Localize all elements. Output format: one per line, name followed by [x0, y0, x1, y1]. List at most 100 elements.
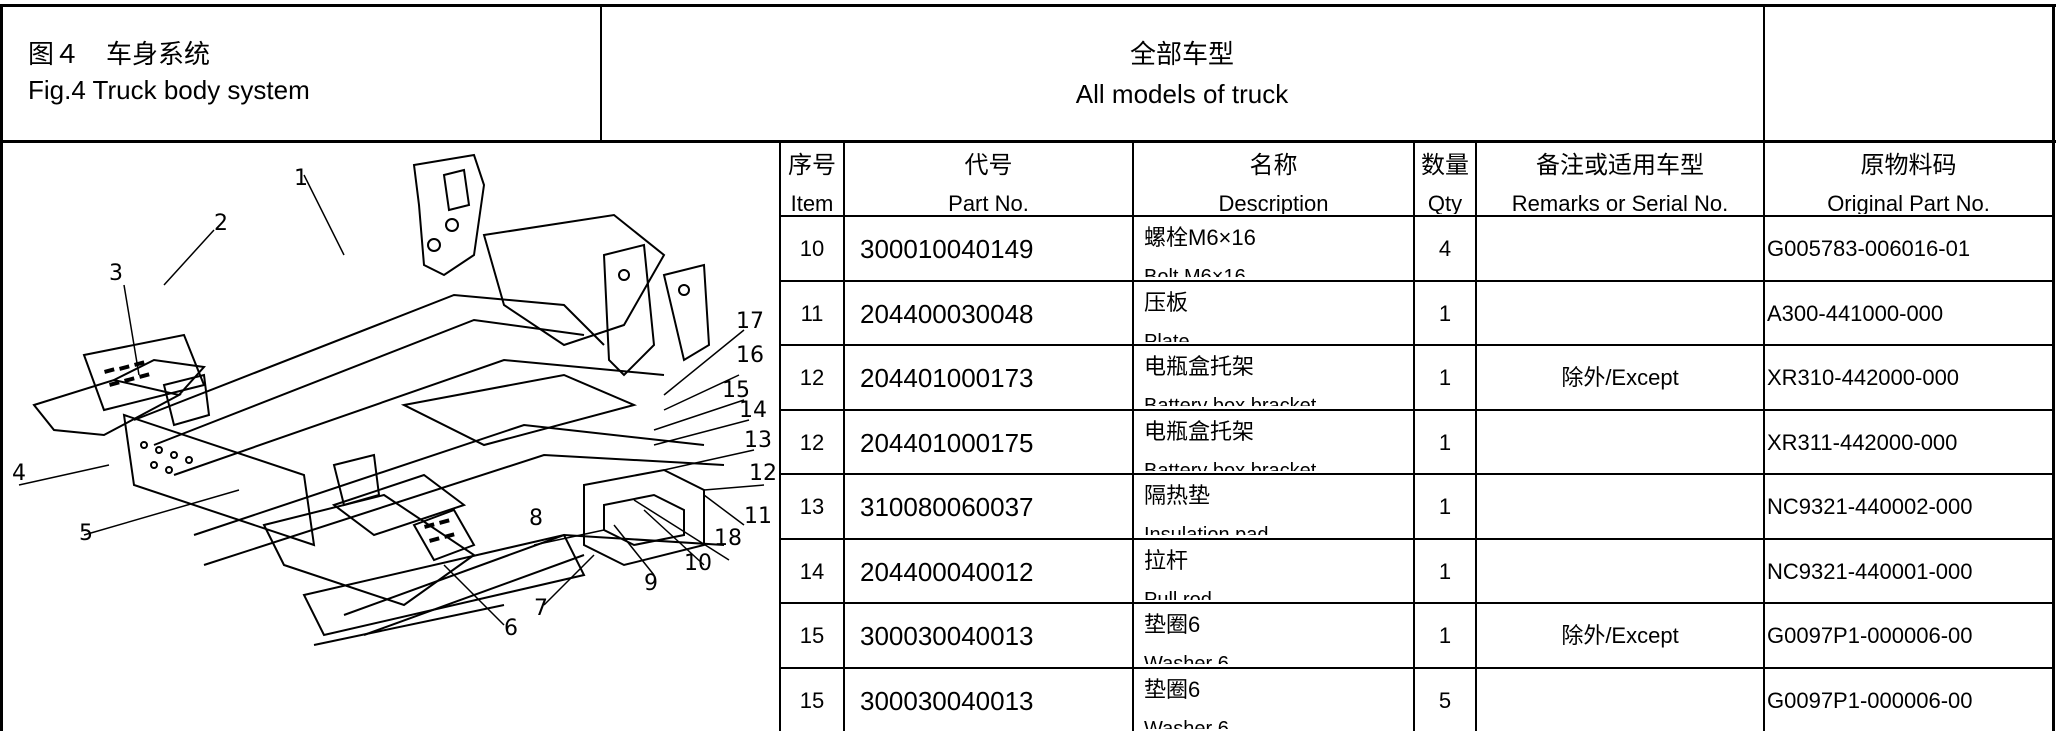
callout-2: 2 — [214, 211, 228, 236]
row-original-part-no: G0097P1-000006-00 — [1767, 622, 1973, 648]
col-line-3 — [1413, 142, 1415, 731]
col-line-1 — [843, 142, 845, 731]
row-name-en: Pull rod — [1144, 589, 1212, 600]
truck-body-diagram: 1 2 3 4 5 6 7 8 9 10 11 12 13 14 15 16 1… — [12, 153, 777, 646]
row-name-cn: 垫圈6 — [1144, 612, 1201, 637]
callout-18: 18 — [714, 526, 742, 551]
row-original-part-no: G0097P1-000006-00 — [1767, 687, 1973, 713]
row-qty: 4 — [1438, 235, 1452, 261]
row-qty: 1 — [1438, 622, 1452, 648]
row-name-en: Battery box bracket — [1144, 395, 1317, 406]
header-divider-left — [600, 4, 602, 142]
header-bottom — [0, 140, 2056, 143]
callout-9: 9 — [644, 571, 658, 596]
col-header-orig-cn: 原物料码 — [1860, 152, 1957, 179]
row-qty: 1 — [1438, 300, 1452, 326]
row-part-no: 300030040013 — [860, 620, 1034, 651]
callout-4: 4 — [12, 461, 26, 486]
row-name-cn: 隔热垫 — [1144, 483, 1211, 508]
row-line-5 — [779, 538, 2054, 540]
row-qty: 1 — [1438, 558, 1452, 584]
models-heading-cn: 全部车型 — [1129, 39, 1234, 69]
row-line-3 — [779, 409, 2054, 411]
row-original-part-no: G005783-006016-01 — [1767, 235, 1971, 261]
figure-title-cn: 图４ 车身系统 — [28, 39, 211, 69]
row-part-no: 300030040013 — [860, 685, 1034, 716]
col-header-orig-en: Original Part No. — [1827, 192, 1990, 214]
row-qty: 1 — [1438, 429, 1452, 455]
col-header-remarks-cn: 备注或适用车型 — [1536, 152, 1704, 179]
row-item: 12 — [799, 364, 825, 390]
callout-7: 7 — [534, 596, 548, 621]
row-original-part-no: A300-441000-000 — [1767, 300, 1944, 326]
row-original-part-no: XR311-442000-000 — [1767, 429, 1958, 455]
callout-13: 13 — [744, 428, 772, 453]
row-line-2 — [779, 344, 2054, 346]
row-name-cn: 压板 — [1144, 290, 1189, 315]
row-name-cn: 螺栓M6×16 — [1144, 225, 1256, 250]
col-header-partno-cn: 代号 — [964, 152, 1013, 179]
step-tread-patterns — [104, 360, 455, 543]
frame-drawing — [32, 153, 725, 646]
row-part-no: 204401000173 — [860, 362, 1034, 393]
row-name-cn: 电瓶盒托架 — [1144, 419, 1255, 444]
row-part-no: 204401000175 — [860, 427, 1034, 458]
row-line-4 — [779, 473, 2054, 475]
frame-top — [0, 4, 2056, 7]
callout-5: 5 — [79, 521, 93, 546]
col-header-qty-en: Qty — [1427, 192, 1463, 214]
row-original-part-no: NC9321-440001-000 — [1767, 558, 1973, 584]
row-name-en: Plate — [1144, 331, 1190, 342]
row-name-en: Washer 6 — [1144, 718, 1229, 729]
callout-6: 6 — [504, 616, 518, 641]
row-original-part-no: NC9321-440002-000 — [1767, 493, 1973, 519]
row-item: 12 — [799, 429, 825, 455]
row-name-en: Bolt M6×16 — [1144, 266, 1246, 277]
callout-16: 16 — [736, 343, 764, 368]
row-item: 15 — [799, 687, 825, 713]
col-line-2 — [1132, 142, 1134, 731]
row-item: 11 — [800, 300, 824, 326]
row-name-cn: 垫圈6 — [1144, 677, 1201, 702]
row-item: 10 — [799, 235, 825, 261]
row-name-cn: 拉杆 — [1144, 548, 1189, 573]
row-name-en: Washer 6 — [1144, 653, 1229, 664]
col-line-0 — [779, 142, 781, 731]
callout-numbers: 1 2 3 4 5 6 7 8 9 10 11 12 13 14 15 16 1… — [12, 166, 777, 641]
callout-10: 10 — [684, 551, 712, 576]
col-line-4 — [1475, 142, 1477, 731]
row-line-7 — [779, 667, 2054, 669]
col-header-qty-cn: 数量 — [1421, 152, 1469, 179]
col-header-item-cn: 序号 — [788, 152, 836, 179]
models-heading: 全部车型 All models of truck — [600, 34, 1764, 114]
row-line-header — [779, 215, 2054, 217]
row-original-part-no: XR310-442000-000 — [1767, 364, 1960, 390]
callout-11: 11 — [744, 504, 772, 529]
row-item: 14 — [799, 558, 825, 584]
header-divider-right — [1763, 4, 1765, 731]
row-part-no: 310080060037 — [860, 491, 1034, 522]
callout-leaders — [18, 174, 765, 626]
frame-right — [2052, 4, 2055, 731]
row-remarks: 除外/Except — [1561, 622, 1679, 648]
models-heading-en: All models of truck — [1075, 79, 1289, 109]
row-name-cn: 电瓶盒托架 — [1144, 354, 1255, 379]
row-qty: 5 — [1438, 687, 1452, 713]
row-part-no: 204400040012 — [860, 556, 1034, 587]
col-header-partno-en: Part No. — [948, 192, 1029, 214]
callout-14: 14 — [739, 398, 767, 423]
callout-8: 8 — [529, 506, 543, 531]
row-line-1 — [779, 280, 2054, 282]
col-header-remarks-en: Remarks or Serial No. — [1511, 192, 1729, 214]
row-part-no: 300010040149 — [860, 233, 1034, 264]
figure-title: 图４ 车身系统 Fig.4 Truck body system — [28, 36, 310, 108]
row-item: 13 — [799, 493, 825, 519]
row-qty: 1 — [1438, 364, 1452, 390]
col-header-item-en: Item — [790, 192, 834, 214]
row-name-en: Battery box bracket — [1144, 460, 1317, 471]
row-item: 15 — [799, 622, 825, 648]
callout-17: 17 — [736, 309, 764, 334]
frame-left — [0, 4, 3, 731]
col-header-desc-cn: 名称 — [1249, 152, 1298, 179]
